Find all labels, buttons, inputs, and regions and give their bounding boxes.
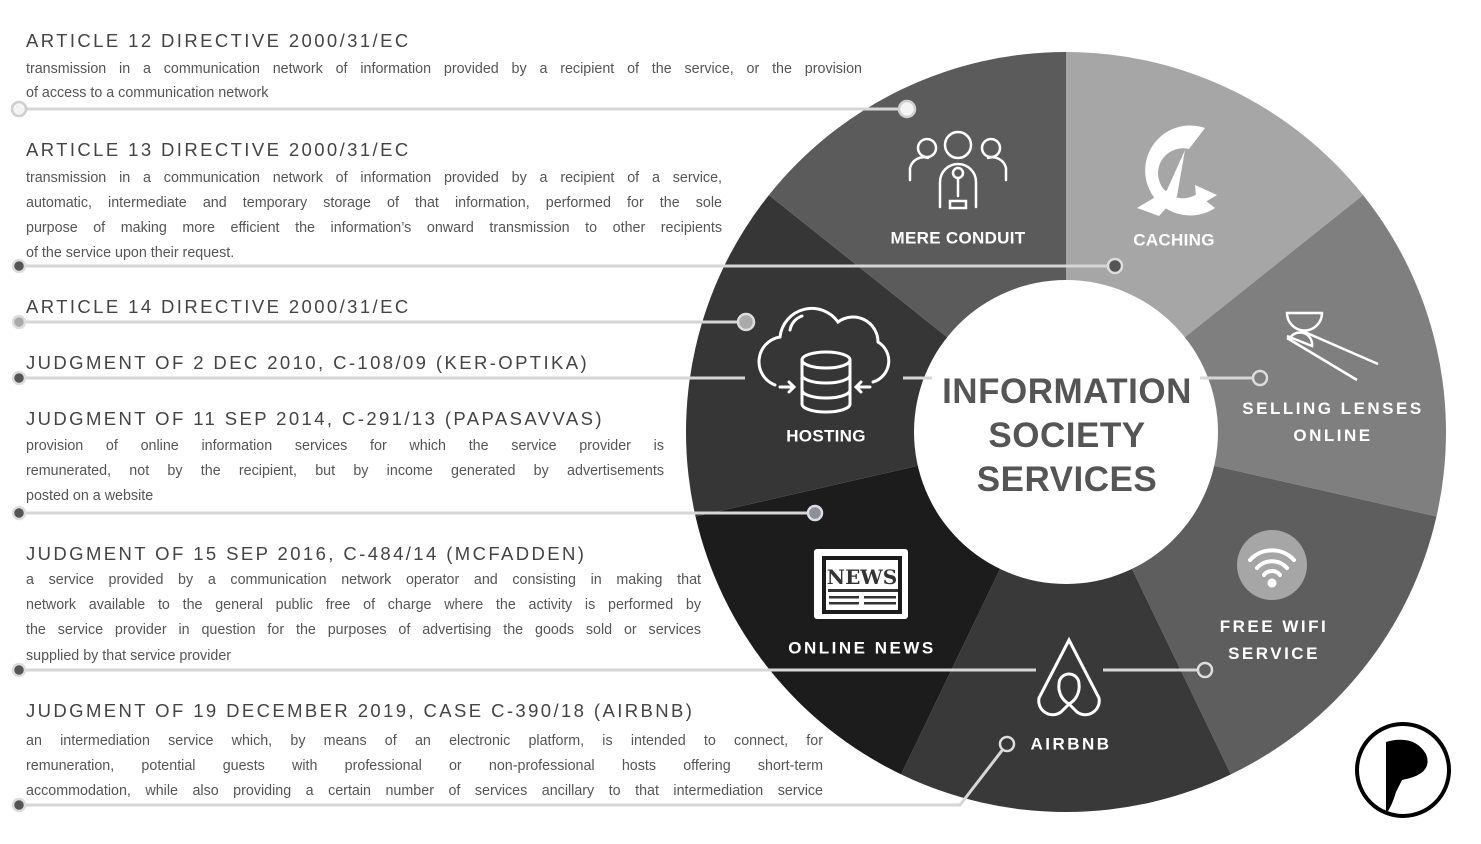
entry-text-line: accommodation, while also providing a ce… bbox=[26, 783, 823, 799]
connector-dot bbox=[11, 314, 27, 330]
entry-text-line: remuneration, potential guests with prof… bbox=[26, 758, 823, 774]
connector-dot bbox=[897, 99, 917, 119]
entry-heading: JUDGMENT OF 15 SEP 2016, C-484/14 (MCFAD… bbox=[26, 543, 587, 564]
entry-text-line: the service provider in question for the… bbox=[26, 622, 701, 638]
segment-label-caching: CACHING bbox=[1133, 230, 1215, 250]
connector-dot bbox=[11, 662, 27, 678]
segment-label-free-wifi: FREE WIFI SERVICE bbox=[1220, 613, 1328, 667]
connector-dot bbox=[1196, 661, 1214, 679]
entry-text-line: provision of online information services… bbox=[26, 438, 664, 454]
connector-dot bbox=[736, 312, 756, 332]
segment-label-line: ONLINE bbox=[1293, 426, 1373, 445]
segment-label-airbnb: AIRBNB bbox=[1030, 734, 1112, 754]
newspaper-icon: NEWS bbox=[814, 549, 908, 619]
connector-dot bbox=[11, 370, 27, 386]
pirate-party-logo bbox=[1355, 722, 1451, 818]
entry-heading: ARTICLE 14 DIRECTIVE 2000/31/EC bbox=[26, 296, 411, 317]
center-title-line: SOCIETY bbox=[988, 416, 1146, 455]
people-network-icon bbox=[908, 130, 1008, 210]
entry-text-line: transmission in a communication network … bbox=[26, 170, 722, 186]
connector-dot bbox=[10, 100, 28, 118]
entry-text-line: purpose of making more efficient the inf… bbox=[26, 220, 722, 236]
entry-text-line: posted on a website bbox=[26, 488, 154, 504]
connector-dot bbox=[1251, 369, 1269, 387]
segment-label-line: SERVICE bbox=[1228, 644, 1320, 663]
entry-heading: ARTICLE 13 DIRECTIVE 2000/31/EC bbox=[26, 139, 411, 160]
connector-dot bbox=[1106, 257, 1124, 275]
center-title: INFORMATION SOCIETY SERVICES bbox=[942, 370, 1192, 502]
wheel-segment-airbnb bbox=[901, 432, 1231, 812]
news-icon-text: NEWS bbox=[827, 565, 897, 589]
segment-label-hosting: HOSTING bbox=[786, 426, 866, 446]
connector-dot bbox=[11, 797, 27, 813]
cloud-database-icon bbox=[757, 306, 891, 414]
segment-label-selling-lenses-online: SELLING LENSES ONLINE bbox=[1242, 395, 1423, 449]
entry-text-line: a service provided by a communication ne… bbox=[26, 572, 701, 588]
broom-cache-icon bbox=[1137, 125, 1217, 216]
segment-label-online-news: ONLINE NEWS bbox=[788, 638, 936, 658]
entry-heading: JUDGMENT OF 2 DEC 2010, C-108/09 (KER-OP… bbox=[26, 352, 590, 373]
entry-text-line: automatic, intermediate and temporary st… bbox=[26, 195, 722, 211]
contact-lens-icon bbox=[1285, 311, 1379, 382]
entry-heading: JUDGMENT OF 19 DECEMBER 2019, CASE C-390… bbox=[26, 700, 695, 721]
entry-text-line: an intermediation service which, by mean… bbox=[26, 733, 823, 749]
airbnb-logo-icon bbox=[1037, 636, 1101, 717]
wifi-icon bbox=[1237, 530, 1307, 600]
segment-label-line: SELLING LENSES bbox=[1242, 399, 1424, 418]
segment-label-mere-conduit: MERE CONDUIT bbox=[890, 228, 1026, 248]
entry-text-line: network available to the general public … bbox=[26, 597, 701, 613]
entry-text-line: transmission in a communication network … bbox=[26, 61, 862, 77]
entry-heading: ARTICLE 12 DIRECTIVE 2000/31/EC bbox=[26, 30, 411, 51]
entry-text-line: of access to a communication network bbox=[26, 85, 269, 101]
entry-text-line: supplied by that service provider bbox=[26, 648, 232, 664]
connector-dot bbox=[998, 735, 1016, 753]
connector-dot bbox=[11, 258, 27, 274]
entry-heading: JUDGMENT OF 11 SEP 2014, C-291/13 (PAPAS… bbox=[26, 408, 604, 429]
connector-dot bbox=[806, 504, 824, 522]
entry-text-line: of the service upon their request. bbox=[26, 245, 235, 261]
center-circle bbox=[914, 280, 1218, 584]
connector-dot bbox=[11, 505, 27, 521]
connector-line bbox=[19, 743, 1009, 807]
entry-text-line: remunerated, not by the recipient, but b… bbox=[26, 463, 664, 479]
center-title-line: SERVICES bbox=[976, 460, 1158, 499]
segment-label-line: FREE WIFI bbox=[1219, 617, 1329, 636]
center-title-line: INFORMATION bbox=[942, 372, 1192, 411]
